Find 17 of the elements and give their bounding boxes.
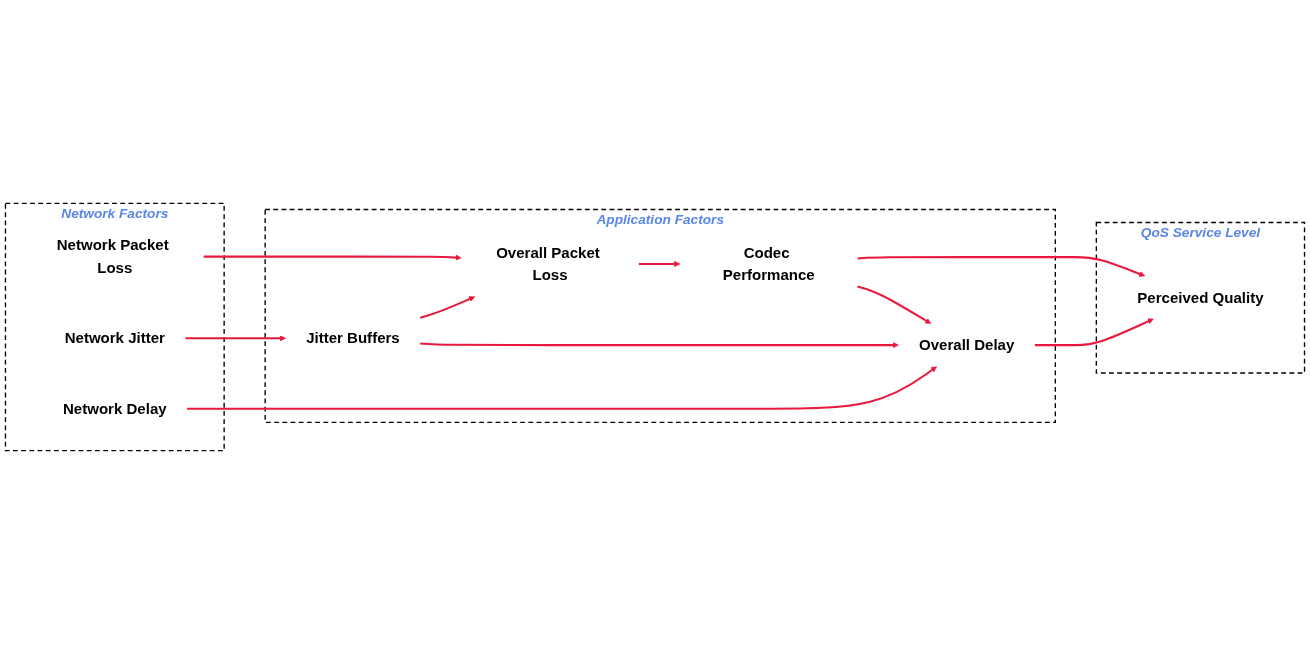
node-text: Network Packet Loss <box>56 236 169 277</box>
node-text: Codec Performance <box>722 244 815 284</box>
arrow <box>185 335 286 342</box>
arrow <box>420 342 899 349</box>
arrow <box>419 296 476 319</box>
arrow <box>187 366 937 410</box>
node-text: Perceived Quality <box>1137 288 1264 306</box>
node-text: Jitter Buffers <box>306 329 400 347</box>
arrow <box>857 256 1146 277</box>
node-text: Overall Packet Loss <box>496 244 600 284</box>
node-text: Overall Delay <box>919 336 1015 354</box>
arrow <box>203 254 462 261</box>
node-text: Network Delay <box>63 400 167 418</box>
arrow <box>638 260 681 267</box>
arrow <box>1034 318 1154 347</box>
arrow <box>857 285 932 324</box>
node-text: Network Jitter <box>64 329 165 347</box>
